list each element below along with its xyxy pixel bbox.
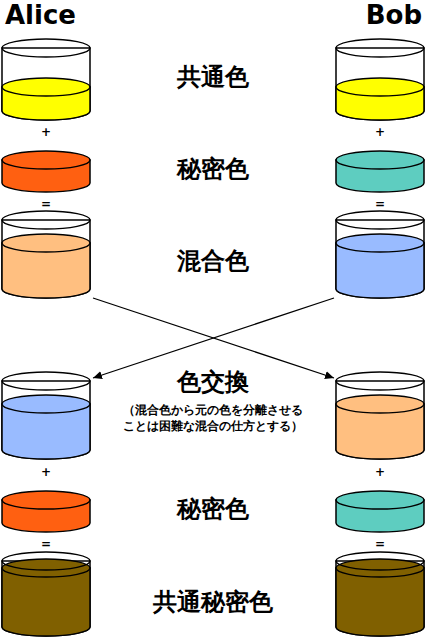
beaker-glass <box>336 48 424 120</box>
beakers <box>2 39 424 636</box>
beaker-glass <box>336 220 424 298</box>
disk-top <box>2 491 90 509</box>
beaker-glass <box>2 381 90 459</box>
liquid-surface <box>336 395 424 413</box>
beaker-rim <box>2 552 90 570</box>
step-label: 混合色 <box>177 248 249 276</box>
plus-sign: + <box>41 126 51 140</box>
beaker-rim <box>336 39 424 57</box>
beaker-rim <box>336 211 424 229</box>
beaker-glass <box>2 48 90 120</box>
plus-sign: + <box>41 466 51 480</box>
beaker-rim <box>336 552 424 570</box>
beaker-rim <box>336 372 424 390</box>
liquid-surface <box>2 78 90 96</box>
beaker-liquid <box>336 568 424 636</box>
beaker-rim <box>2 211 90 229</box>
equals-sign: = <box>41 538 51 552</box>
beaker-rim <box>2 39 90 57</box>
exchange-arrow <box>93 298 334 378</box>
person-name: Alice <box>5 1 76 31</box>
beaker-glass <box>2 220 90 298</box>
disk-top <box>336 491 424 509</box>
note-text: （混合色から元の色を分離させる ことは困難な混合の仕方とする） <box>121 403 306 434</box>
equals-sign: = <box>41 198 51 212</box>
liquid-surface <box>336 78 424 96</box>
step-label: 共通色 <box>177 64 249 92</box>
disk-top <box>2 151 90 169</box>
liquid-surface <box>2 234 90 252</box>
exchange-arrow <box>93 298 334 378</box>
step-label: 色交換 <box>177 369 249 397</box>
beaker-liquid <box>2 568 90 636</box>
plus-sign: + <box>375 126 385 140</box>
beaker-glass <box>336 381 424 459</box>
equals-sign: = <box>375 198 385 212</box>
step-label: 秘密色 <box>177 496 249 524</box>
person-name: Bob <box>366 1 422 31</box>
step-label: 共通秘密色 <box>153 589 273 617</box>
beaker-rim <box>2 372 90 390</box>
plus-sign: + <box>375 466 385 480</box>
disk-top <box>336 151 424 169</box>
step-label: 秘密色 <box>177 156 249 184</box>
equals-sign: = <box>375 538 385 552</box>
liquid-surface <box>336 234 424 252</box>
liquid-surface <box>2 395 90 413</box>
